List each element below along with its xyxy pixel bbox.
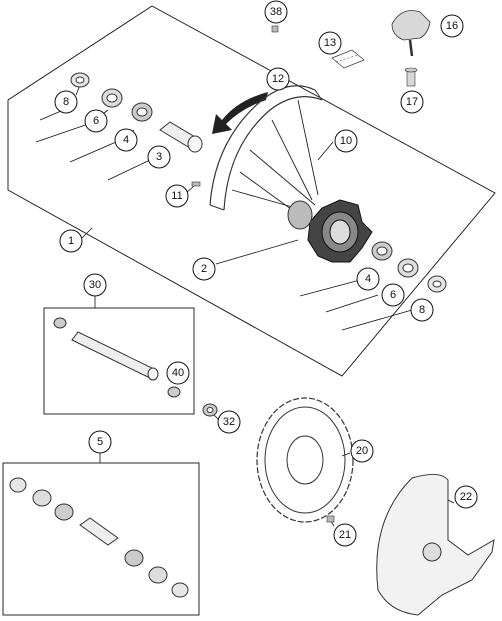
- svg-text:12: 12: [272, 73, 284, 85]
- callout-8-lower: 8: [410, 298, 434, 322]
- callout-11: 11: [165, 184, 189, 208]
- callout-17: 17: [400, 90, 424, 114]
- callout-16: 16: [440, 14, 464, 38]
- callout-32: 32: [217, 410, 241, 434]
- callout-30: 30: [83, 273, 107, 297]
- seal-part-8-upper: [70, 72, 90, 88]
- svg-text:6: 6: [390, 289, 396, 301]
- svg-text:8: 8: [63, 96, 69, 108]
- callout-5: 5: [88, 430, 112, 454]
- svg-text:4: 4: [365, 273, 371, 285]
- svg-text:10: 10: [340, 135, 352, 147]
- wheel-assembly-frame: [7, 5, 496, 377]
- svg-text:16: 16: [446, 20, 458, 32]
- wheel-rim-part-10: [209, 85, 323, 221]
- callout-1: 1: [59, 229, 83, 253]
- bearing-part-4-lower: [371, 241, 393, 261]
- svg-text:32: 32: [223, 416, 235, 428]
- callout-38: 38: [264, 0, 288, 24]
- bearing-part-4-upper: [131, 102, 153, 122]
- screw-part-21: [326, 515, 335, 523]
- svg-text:22: 22: [460, 491, 472, 503]
- valve-cap-part-16: [391, 10, 431, 57]
- svg-text:4: 4: [123, 134, 129, 146]
- rim-band-part-13: [331, 49, 365, 69]
- callout-22: 22: [454, 485, 478, 509]
- svg-text:13: 13: [324, 37, 336, 49]
- svg-text:21: 21: [339, 529, 351, 541]
- svg-text:8: 8: [419, 304, 425, 316]
- bearing-kit-parts-5: [9, 477, 189, 598]
- svg-text:5: 5: [97, 436, 103, 448]
- svg-text:20: 20: [356, 445, 368, 457]
- bearing-part-6-lower: [397, 258, 419, 278]
- callout-21: 21: [333, 523, 357, 547]
- callout-20: 20: [350, 439, 374, 463]
- svg-text:6: 6: [93, 115, 99, 127]
- bearing-kit-box: [2, 462, 200, 616]
- svg-text:30: 30: [89, 279, 101, 291]
- callout-4-upper: 4: [114, 128, 138, 152]
- axle-part-30: [53, 317, 159, 381]
- callout-8-upper: 8: [54, 90, 78, 114]
- svg-text:11: 11: [171, 190, 182, 202]
- brake-disc-part-20: [256, 397, 354, 523]
- callout-13: 13: [318, 31, 342, 55]
- callout-6-upper: 6: [84, 109, 108, 133]
- nut-part-40: [167, 386, 181, 398]
- callout-3: 3: [147, 145, 171, 169]
- valve-part-17: [404, 67, 418, 87]
- callout-10: 10: [334, 129, 358, 153]
- disc-guard-part-22: [376, 474, 495, 616]
- svg-text:2: 2: [201, 263, 207, 275]
- direction-arrow-12: [212, 92, 268, 134]
- svg-text:3: 3: [156, 151, 162, 163]
- callout-4-lower: 4: [356, 267, 380, 291]
- callout-12: 12: [266, 67, 290, 91]
- nut-part-32: [202, 403, 218, 417]
- screw-part-38: [271, 25, 279, 33]
- spacer-part-3: [159, 121, 203, 153]
- seal-part-8-lower: [427, 275, 447, 293]
- svg-text:40: 40: [172, 367, 184, 379]
- axle-kit-box: [43, 307, 195, 415]
- callout-2: 2: [192, 257, 216, 281]
- callout-40: 40: [166, 361, 190, 385]
- screw-part-11: [191, 181, 201, 187]
- svg-text:1: 1: [68, 235, 74, 247]
- wheel-hub-part-2: [287, 199, 373, 263]
- callout-6-lower: 6: [381, 283, 405, 307]
- svg-text:38: 38: [270, 6, 282, 18]
- bearing-part-6-upper: [101, 88, 123, 108]
- svg-text:17: 17: [406, 96, 418, 108]
